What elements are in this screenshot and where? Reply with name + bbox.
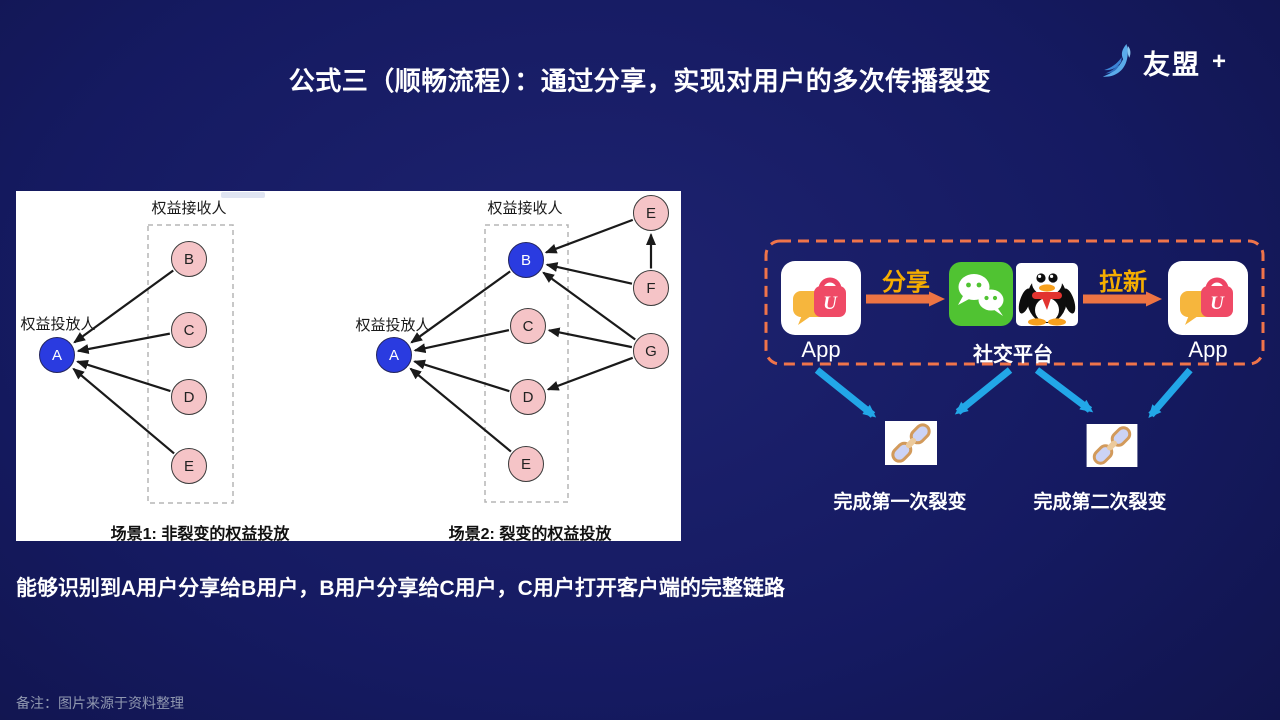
graph-edge-B-to-A [410, 270, 511, 344]
graph-node-E-s1: E [171, 448, 207, 484]
graph-node-A-s1: A [39, 337, 75, 373]
graph-edge-E-to-A [72, 367, 175, 455]
uapp-icon: U [1180, 277, 1233, 325]
receiver-dashed-box-s1 [147, 224, 234, 504]
qq-icon [1016, 263, 1078, 326]
caption-scenario-2: 场景2: 裂变的权益投放 [448, 526, 612, 543]
watermark-fragment [221, 192, 265, 198]
fission-arrow-social-to-link1 [954, 367, 1013, 415]
fission-arrow-social-to-link2 [1034, 367, 1094, 413]
sender-label-s1: 权益投放人 [20, 316, 96, 333]
graph-node-C-s1: C [171, 312, 207, 348]
graph-node-D-s1: D [171, 379, 207, 415]
graph-node-A-s2: A [376, 337, 412, 373]
graph-edge-D-to-A [76, 359, 171, 393]
sender-label-s2: 权益投放人 [355, 317, 431, 334]
graph-node-E-s2: E [508, 446, 544, 482]
svg-text:U: U [1210, 293, 1225, 314]
fission-arrow-app-to-link2 [1148, 367, 1193, 419]
receiver-label-s2: 权益接收人 [487, 200, 563, 217]
app-label-right: App [1188, 337, 1228, 362]
graph-edge-G-to-C [547, 327, 633, 349]
first-fission-label: 完成第一次裂变 [833, 492, 967, 513]
app-icon-right: U [1168, 261, 1248, 335]
pull-new-label: 拉新 [1099, 269, 1147, 296]
flow-dashed-border [764, 239, 1265, 366]
second-fission-label: 完成第二次裂变 [1033, 492, 1167, 513]
wechat-icon [949, 262, 1013, 326]
link-icon-second-fission [1086, 424, 1138, 467]
slide-title: 公式三（顺畅流程）：通过分享，实现对用户的多次传播裂变 [288, 66, 992, 96]
logo-text: 友盟 [1143, 49, 1201, 80]
fission-arrow-app-to-link1 [814, 367, 877, 418]
graph-node-F-s2: F [633, 270, 669, 306]
graph-edge-D-to-A [413, 359, 510, 393]
graph-node-B-s1: B [171, 241, 207, 277]
graph-edge-F-to-B [545, 262, 633, 285]
uapp-icon: U [793, 277, 846, 325]
graph-edge-E2-to-B [544, 218, 634, 254]
graph-edge-B-to-A [73, 269, 174, 344]
graph-edge-E-to-A [409, 367, 512, 453]
graph-node-D-s2: D [510, 379, 546, 415]
graph-node-E2-s2: E [633, 195, 669, 231]
summary-text: 能够识别到A用户分享给B用户，B用户分享给C用户，C用户打开客户端的完整链路 [16, 577, 785, 600]
graph-node-G-s2: G [633, 333, 669, 369]
link-icon-first-fission [885, 421, 937, 465]
umeng-logo: 友盟 + [1100, 42, 1226, 82]
share-label: 分享 [882, 269, 930, 296]
graph-node-B-s2: B [508, 242, 544, 278]
graph-edges-layer [72, 218, 656, 504]
social-platform-label: 社交平台 [973, 344, 1053, 366]
graph-edge-C-to-A [76, 332, 171, 354]
scenario-diagram-panel: 权益接收人 权益接收人 权益投放人 权益投放人 场景1: 非裂变的权益投放 场景… [16, 191, 681, 543]
umeng-bird-icon [1102, 44, 1131, 77]
logo-plus: + [1212, 48, 1227, 75]
footer-note: 备注：图片来源于资料整理 [16, 695, 184, 711]
svg-text:U: U [823, 293, 838, 314]
graph-edge-G-to-B [542, 271, 636, 341]
graph-edge-G-to-D [546, 356, 634, 391]
app-icon-left: U [781, 261, 861, 335]
caption-scenario-1: 场景1: 非裂变的权益投放 [110, 526, 290, 543]
graph-node-C-s2: C [510, 308, 546, 344]
graph-edge-C-to-A [413, 329, 510, 354]
app-label-left: App [801, 337, 841, 362]
flow-connector-layer [764, 239, 1265, 419]
receiver-label-s1: 权益接收人 [151, 200, 227, 217]
